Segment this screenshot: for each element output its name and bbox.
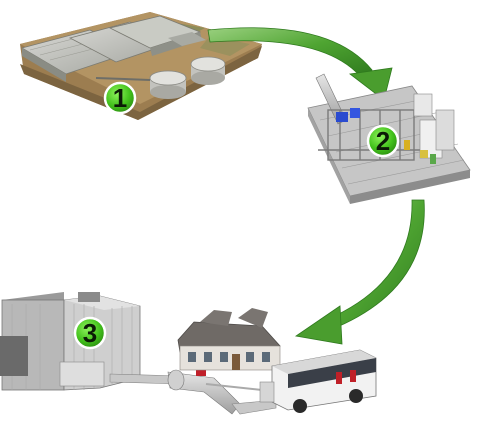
step-2-number: 2: [376, 126, 390, 156]
step-3-badge: 3: [73, 316, 107, 350]
house-icon: [177, 308, 281, 371]
arrow-step1-to-step2: [207, 27, 393, 101]
step-1-number: 1: [113, 83, 127, 113]
bus-icon: [259, 349, 377, 413]
step-2-badge: 2: [366, 124, 400, 158]
step-3-number: 3: [83, 318, 97, 348]
arrow-step2-to-step3: [294, 199, 425, 345]
factory-site-icon: [20, 12, 262, 120]
step-1-badge: 1: [103, 81, 137, 115]
